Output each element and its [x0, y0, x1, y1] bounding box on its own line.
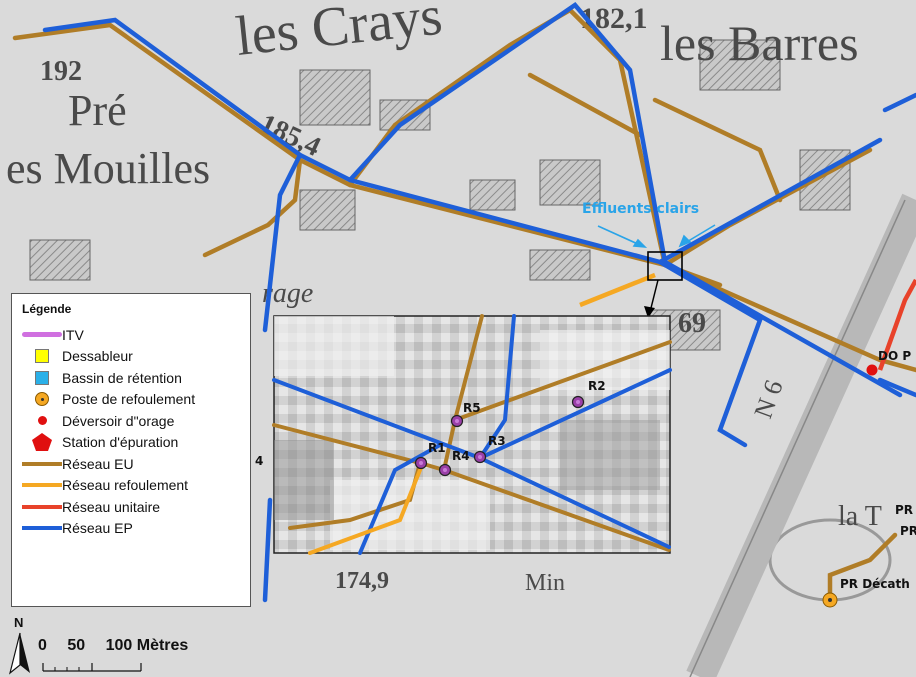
- scale-tick-0: 0: [38, 637, 47, 654]
- manhole-r4[interactable]: R4: [438, 449, 470, 477]
- legend-item-itv: ITV: [22, 324, 250, 346]
- zoom-leader: [649, 279, 659, 313]
- svg-text:R4: R4: [452, 449, 470, 463]
- place-label-69: 69: [678, 308, 706, 339]
- place-label-left-4: 4: [255, 454, 263, 468]
- reseau-ep-lines[interactable]: [42, 1, 916, 603]
- svg-text:R5: R5: [463, 401, 481, 415]
- legend-item-deversoir: Déversoir d"orage: [22, 410, 250, 432]
- legend-title: Légende: [22, 302, 72, 316]
- legend-item-reseau-refoulement: Réseau refoulement: [22, 475, 250, 497]
- reseau-unitaire-line-icon: [22, 504, 62, 509]
- do-label: DO P: [878, 349, 911, 363]
- place-label-min: Min: [525, 570, 565, 596]
- svg-text:R2: R2: [588, 379, 606, 393]
- station-pentagon-icon: [22, 432, 62, 452]
- north-label: N: [14, 615, 24, 630]
- place-label-174: 174,9: [335, 568, 389, 594]
- scale-numbers: 0 50 100 Mètres: [38, 637, 204, 655]
- dessableur-square-icon: [22, 349, 62, 364]
- legend-item-station: Station d'épuration: [22, 432, 250, 454]
- reseau-refoulement-line-icon: [22, 483, 62, 488]
- legend-panel: Légende ITV Dessableur Bassin de rétenti…: [11, 293, 251, 607]
- place-label-les-barres: les Barres: [660, 15, 859, 71]
- legend-item-reseau-eu: Réseau EU: [22, 453, 250, 475]
- zoom-box[interactable]: [647, 251, 683, 281]
- manhole-r3[interactable]: R3: [473, 434, 506, 464]
- place-label-192: 192: [40, 56, 82, 87]
- manhole-r1[interactable]: R1: [414, 441, 446, 470]
- inset-panel[interactable]: R1 R2 R3 R4 R5: [272, 314, 672, 555]
- pr-label-1: PR: [895, 503, 913, 517]
- itv-line-icon: [22, 332, 62, 338]
- reseau-eu-line-icon: [22, 461, 62, 466]
- manhole-r5[interactable]: R5: [450, 401, 481, 428]
- legend-item-reseau-ep: Réseau EP: [22, 518, 250, 540]
- reseau-unitaire-line[interactable]: [877, 278, 916, 371]
- place-label-la-t: la T: [838, 501, 882, 532]
- reseau-ep-line-icon: [22, 526, 62, 531]
- place-label-pre: Pré: [68, 86, 127, 135]
- poste-ring-icon: [22, 392, 62, 407]
- callout-arrows: [597, 224, 716, 248]
- scale-ticks-graphic: [42, 663, 142, 672]
- zoom-leader-arrow: [644, 306, 655, 318]
- legend-item-dessableur: Dessableur: [22, 346, 250, 368]
- deversoir-dot-icon: [22, 416, 62, 426]
- pr-label-2: PR: [900, 524, 916, 538]
- place-label-les-mouilles: es Mouilles: [6, 144, 210, 193]
- bassin-square-icon: [22, 370, 62, 385]
- legend-item-bassin: Bassin de rétention: [22, 367, 250, 389]
- legend-item-poste: Poste de refoulement: [22, 389, 250, 411]
- legend-item-reseau-unitaire: Réseau unitaire: [22, 496, 250, 518]
- svg-text:R1: R1: [428, 441, 446, 455]
- deversoir-orage-marker[interactable]: [866, 364, 878, 376]
- north-arrow-icon: [8, 632, 30, 675]
- svg-text:R3: R3: [488, 434, 506, 448]
- scale-bar: N 0 50 100 Mètres: [6, 615, 246, 675]
- buildings: [29, 39, 851, 351]
- scale-tick-100: 100 Mètres: [105, 637, 189, 654]
- scale-tick-50: 50: [67, 637, 86, 654]
- poste-refoulement-marker[interactable]: [822, 592, 838, 608]
- effluents-clairs-label: Effluents clairs: [582, 201, 699, 217]
- road-edge: [689, 199, 906, 677]
- pr-decathlon-label: PR Décath: [840, 577, 910, 591]
- manhole-r2[interactable]: R2: [571, 379, 606, 409]
- reseau-refoulement-line[interactable]: [579, 272, 656, 308]
- road: [686, 193, 916, 677]
